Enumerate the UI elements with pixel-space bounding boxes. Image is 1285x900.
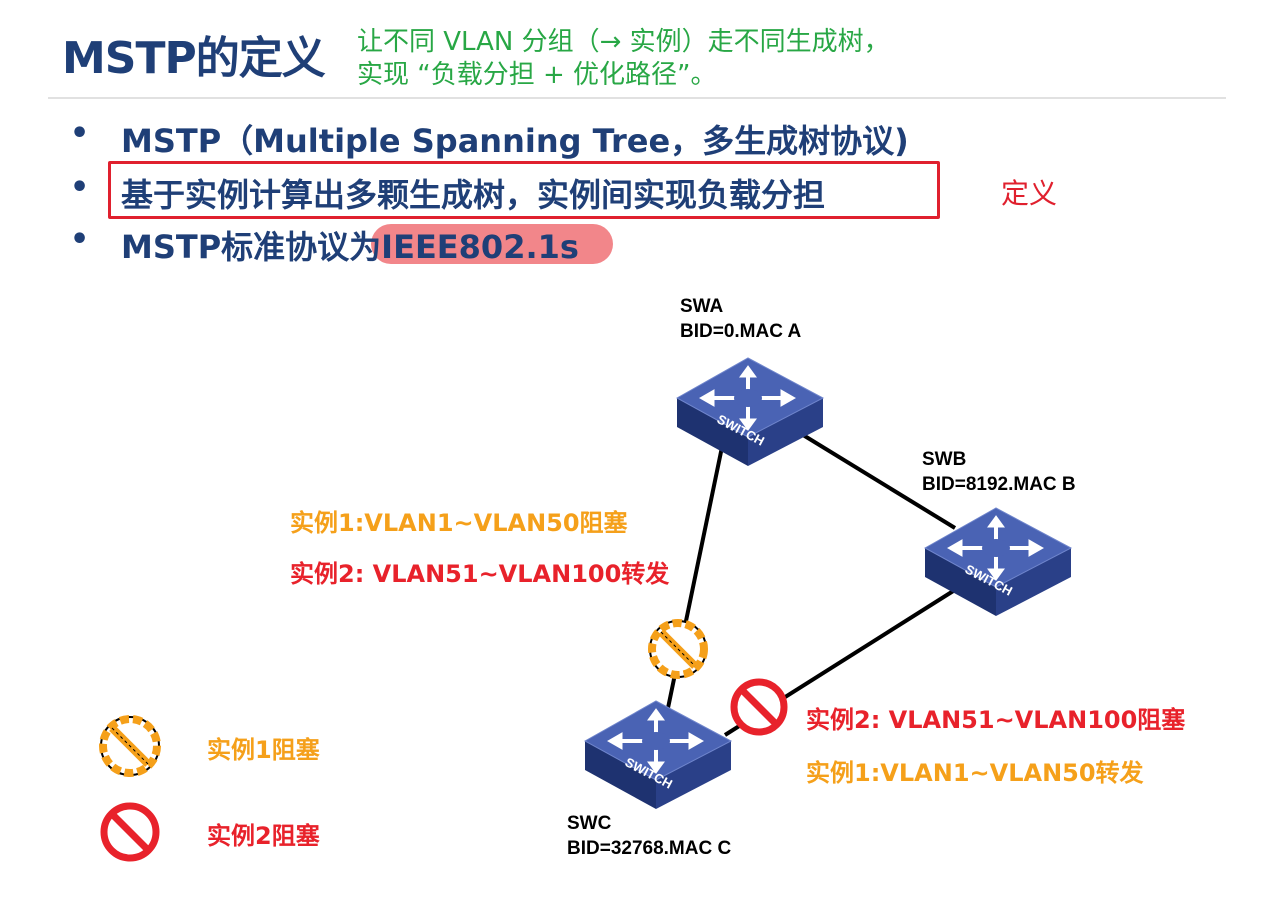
legend-orange-dashed-block-icon [99,715,161,777]
switch-swc-icon: SWITCH [583,699,733,811]
bullet-dot: • [70,170,90,205]
subtitle-line-1: 让不同 VLAN 分组（→ 实例）走不同生成树， [357,27,890,57]
swa-name: SWA [680,296,724,317]
page-title: MSTP的定义 [62,33,326,84]
swa-label: SWA BID=0.MAC A [680,294,801,344]
legend-instance2-label: 实例2阻塞 [207,822,320,850]
legend-instance1-label: 实例1阻塞 [207,736,320,764]
header-divider [48,97,1226,99]
swb-label: SWB BID=8192.MAC B [922,447,1076,497]
legend-red-block-icon [100,802,160,862]
link-bc-instance2-label: 实例2: VLAN51~VLAN100阻塞 [806,706,1186,734]
switch-swa-icon: SWITCH [675,356,825,468]
definition-highlight-box [108,161,940,219]
page-subtitle: 让不同 VLAN 分组（→ 实例）走不同生成树， 实现 “负载分担 + 优化路径… [357,26,890,92]
swa-bid: BID=0.MAC A [680,321,802,342]
bullet-text: 基于实例计算出多颗生成树，实例间实现负载分担 [121,176,826,214]
definition-label: 定义 [1001,177,1058,210]
bullet-dot: • [70,222,90,257]
link-bc-instance1-label: 实例1:VLAN1~VLAN50转发 [806,759,1144,787]
bullet-text: MSTP（Multiple Spanning Tree，多生成树协议) [121,122,909,160]
swc-label: SWC BID=32768.MAC C [567,811,731,861]
bullet-dot: • [70,116,90,151]
swb-bid: BID=8192.MAC B [922,474,1076,495]
link-ac-instance2-label: 实例2: VLAN51~VLAN100转发 [290,560,670,588]
subtitle-line-2: 实现 “负载分担 + 优化路径”。 [357,60,717,90]
link-swa-swb [788,425,957,530]
bullet-text: MSTP标准协议为IEEE802.1s [121,228,579,266]
instance2-block-icon [730,678,788,736]
swc-bid: BID=32768.MAC C [567,838,732,859]
swc-name: SWC [567,813,612,834]
swb-name: SWB [922,449,967,470]
instance1-block-icon [648,619,708,679]
text-highlight [371,224,613,264]
link-ac-instance1-label: 实例1:VLAN1~VLAN50阻塞 [290,509,628,537]
switch-swb-icon: SWITCH [923,506,1073,618]
